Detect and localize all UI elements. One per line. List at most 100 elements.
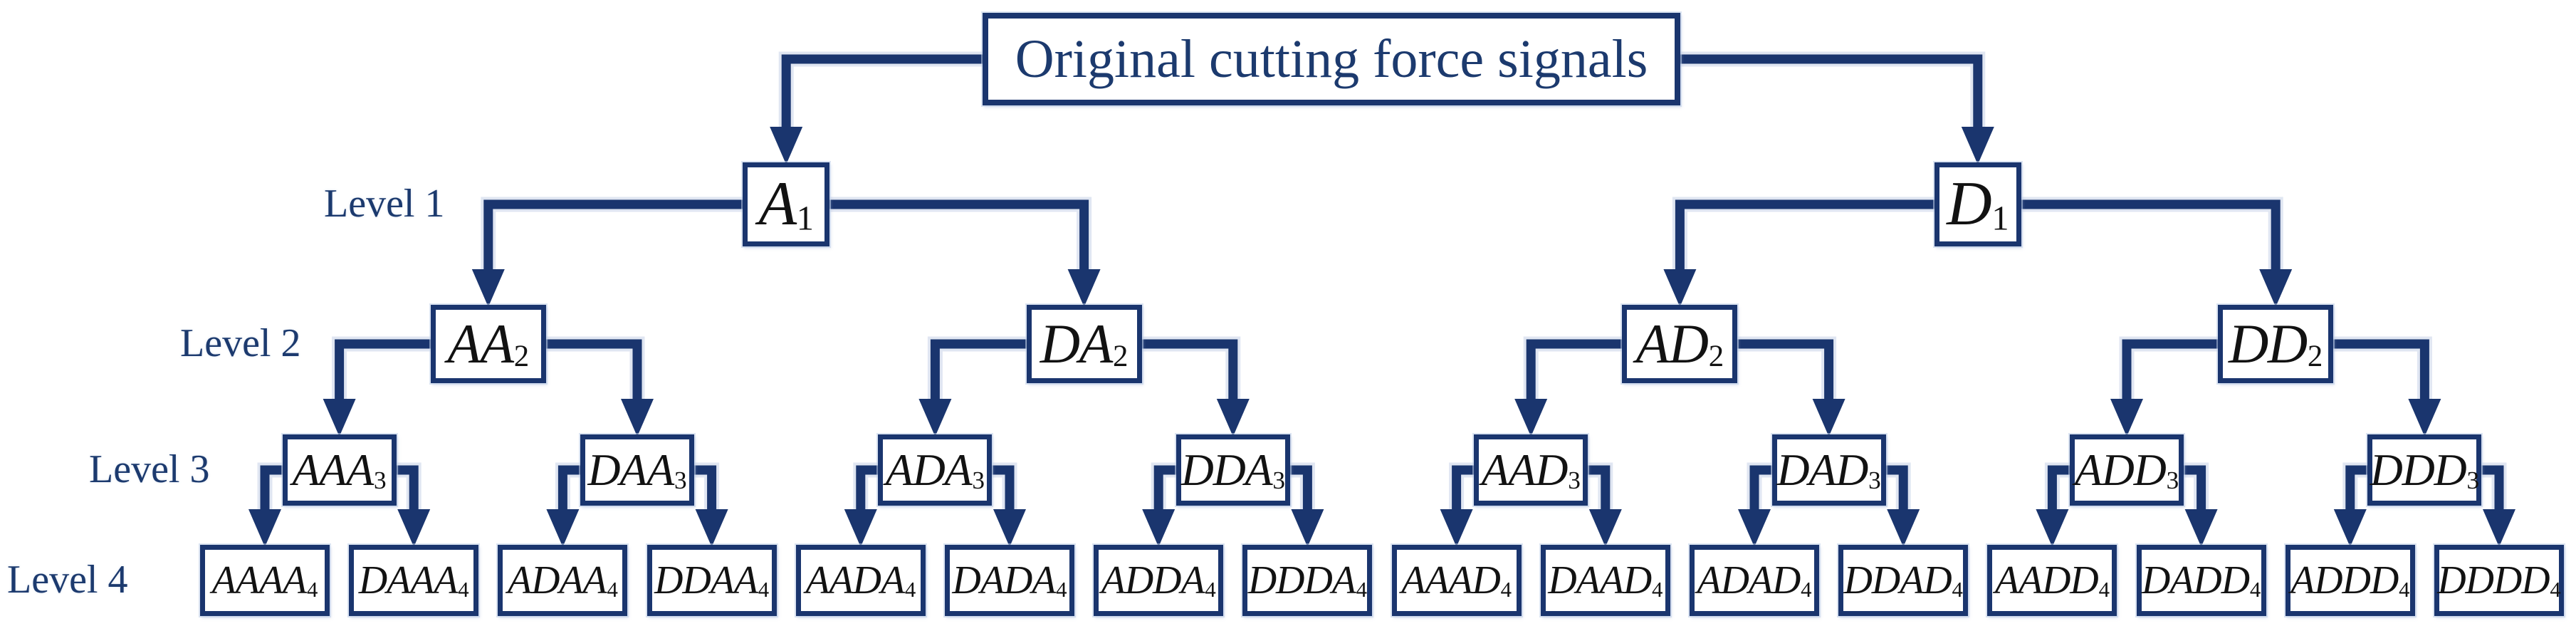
arrowhead (1291, 509, 1324, 547)
node-subscript: 4 (1356, 577, 1368, 602)
node-subscript: 3 (1868, 466, 1881, 495)
arrowhead (918, 399, 952, 437)
node-subscript: 3 (972, 466, 985, 495)
node-subscript: 4 (2249, 577, 2261, 602)
edge-DAD3-DDAD4 (1885, 462, 1920, 547)
arrowhead (1812, 399, 1845, 437)
edge-root-A1 (770, 51, 983, 165)
node-subscript: 4 (1500, 577, 1512, 602)
node-text: DDA (1180, 444, 1273, 495)
level-1-label: Level 1 (324, 181, 445, 226)
edge-AAA3-AAAA4 (248, 462, 283, 547)
node-subscript: 4 (458, 577, 469, 602)
node-subscript: 4 (1952, 577, 1963, 602)
arrowhead (1440, 509, 1473, 547)
edge-ADD3-DADD4 (2184, 462, 2218, 547)
node-text: DDD (2370, 444, 2467, 495)
arrowhead (1067, 269, 1101, 307)
node-text: A (758, 169, 797, 239)
arrowhead (1142, 509, 1176, 547)
node-text: ADAA (507, 558, 607, 602)
node-subscript: 3 (374, 466, 387, 495)
level-3-label: Level 3 (89, 447, 210, 491)
node-text: DDAA (654, 558, 758, 602)
edge-DD2-ADD3 (2110, 336, 2219, 437)
node-text: DDDA (1247, 558, 1356, 602)
arrowhead (1887, 509, 1920, 547)
node-subscript: 2 (2307, 339, 2323, 373)
node-subscript: 2 (513, 339, 530, 373)
edge-DAD3-ADAD4 (1738, 462, 1772, 547)
node-subscript: 4 (2399, 577, 2410, 602)
arrowhead (695, 509, 728, 547)
node-subscript: 4 (2098, 577, 2110, 602)
edge-DAA3-ADAA4 (546, 462, 580, 547)
arrowhead (248, 509, 281, 547)
node-text: AAAA (211, 558, 307, 602)
node-text: D (1947, 169, 1992, 239)
edge-DDA3-DDDA4 (1289, 462, 1324, 547)
node-text: DADA (952, 558, 1056, 602)
edge-AD2-AAD3 (1514, 336, 1623, 437)
arrowhead (2184, 509, 2218, 547)
arrowhead (546, 509, 580, 547)
node-subscript: 3 (1272, 466, 1285, 495)
level-2-label: Level 2 (180, 320, 301, 365)
edge-DA2-ADA3 (918, 336, 1027, 437)
node-text: ADAD (1697, 558, 1801, 602)
edge-DDA3-ADDA4 (1142, 462, 1176, 547)
node-subscript: 2 (1708, 339, 1724, 373)
edge-root-D1 (1680, 51, 1994, 165)
arrowhead (1216, 399, 1250, 437)
level-4-label: Level 4 (7, 557, 128, 602)
edge-DA2-DDA3 (1141, 336, 1250, 437)
edge-DD2-DDD3 (2333, 336, 2441, 437)
node-subscript: 1 (796, 199, 814, 238)
arrowhead (770, 127, 803, 165)
node-subscript: 3 (2466, 466, 2480, 495)
node-subscript: 4 (904, 577, 916, 602)
arrowhead (323, 399, 356, 437)
arrowhead (2110, 399, 2143, 437)
arrowhead (2483, 509, 2515, 547)
arrowhead (2259, 269, 2293, 307)
node-subscript: 3 (2166, 466, 2179, 495)
node-text: DDDD (2437, 558, 2550, 602)
arrowhead (1514, 399, 1548, 437)
arrowhead (397, 509, 431, 547)
arrowhead (2408, 399, 2441, 437)
node-subscript: 4 (1651, 577, 1663, 602)
arrowhead (2036, 509, 2069, 547)
node-text: ADA (885, 444, 973, 495)
arrowhead (1588, 509, 1622, 547)
edge-ADA3-AADA4 (844, 462, 879, 547)
arrowhead (1961, 127, 1994, 165)
node-text: DA (1040, 313, 1113, 375)
node-subscript: 3 (1568, 466, 1581, 495)
node-text: ADDA (1101, 558, 1205, 602)
arrowhead (1663, 269, 1697, 307)
